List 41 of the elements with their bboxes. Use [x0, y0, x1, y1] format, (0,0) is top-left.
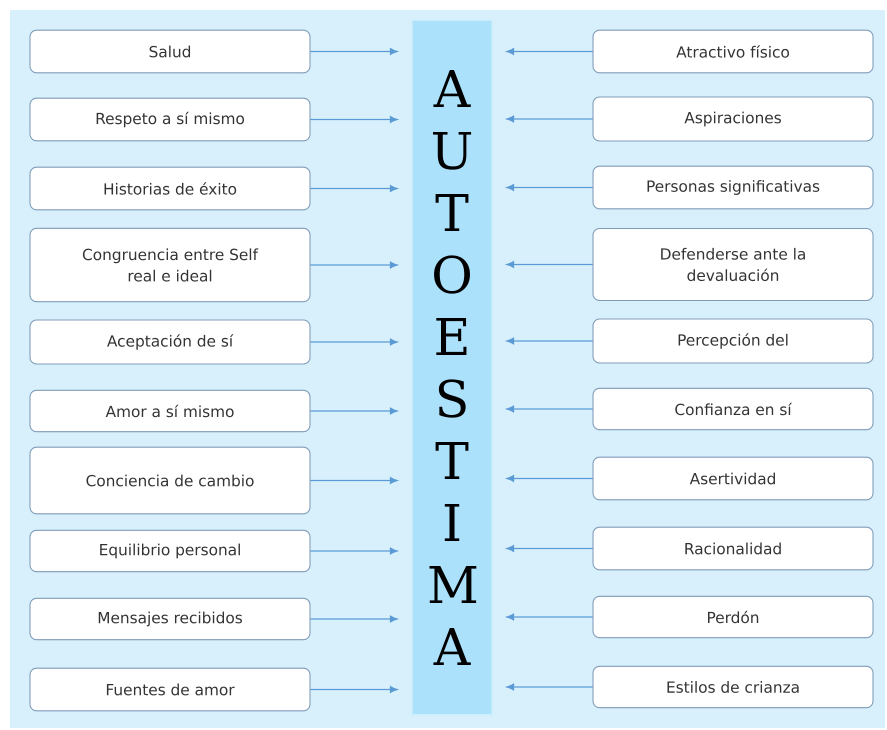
arrow — [310, 338, 398, 346]
arrow — [310, 616, 398, 622]
factor-box: Personas significativas — [592, 166, 874, 210]
factor-box: Aspiraciones — [592, 96, 874, 142]
arrow — [506, 614, 592, 620]
arrow — [310, 185, 398, 192]
factor-box: Conciencia de cambio — [29, 446, 311, 514]
factor-box: Amor a sí mismo — [29, 390, 311, 432]
arrow — [506, 475, 592, 482]
arrow — [506, 406, 592, 412]
arrow — [310, 408, 398, 414]
factor-box: Mensajes recibidos — [29, 598, 311, 640]
factor-box: Respeto a sí mismo — [29, 98, 311, 142]
factor-box: Confianza en sí — [592, 388, 874, 430]
arrow — [506, 184, 592, 191]
factor-box: Racionalidad — [592, 526, 874, 570]
arrow — [506, 116, 592, 122]
arrow — [310, 116, 398, 123]
factor-box: Perdón — [592, 596, 874, 638]
factor-box: Congruencia entre Self real e ideal — [29, 228, 311, 302]
title-bar: AUTOESTIMA — [411, 19, 493, 716]
factor-box: Defenderse ante la devaluación — [592, 228, 874, 302]
arrow — [310, 548, 398, 554]
arrow — [506, 338, 592, 344]
factor-box: Equilibrio personal — [29, 530, 311, 572]
arrow — [506, 48, 592, 55]
factor-box: Salud — [29, 30, 311, 74]
arrow — [310, 686, 398, 693]
factor-box: Percepción del — [592, 318, 874, 364]
factor-box: Fuentes de amor — [29, 668, 311, 712]
factor-box: Historias de éxito — [29, 166, 311, 210]
arrow — [310, 48, 398, 55]
arrow — [310, 477, 398, 484]
arrow — [310, 262, 398, 268]
factor-box: Asertividad — [592, 456, 874, 500]
factor-box: Atractivo físico — [592, 30, 874, 74]
factor-box: Estilos de crianza — [592, 666, 874, 708]
arrow — [506, 545, 592, 552]
arrow — [506, 261, 592, 268]
arrow — [506, 684, 592, 690]
factor-box: Aceptación de sí — [29, 319, 311, 365]
